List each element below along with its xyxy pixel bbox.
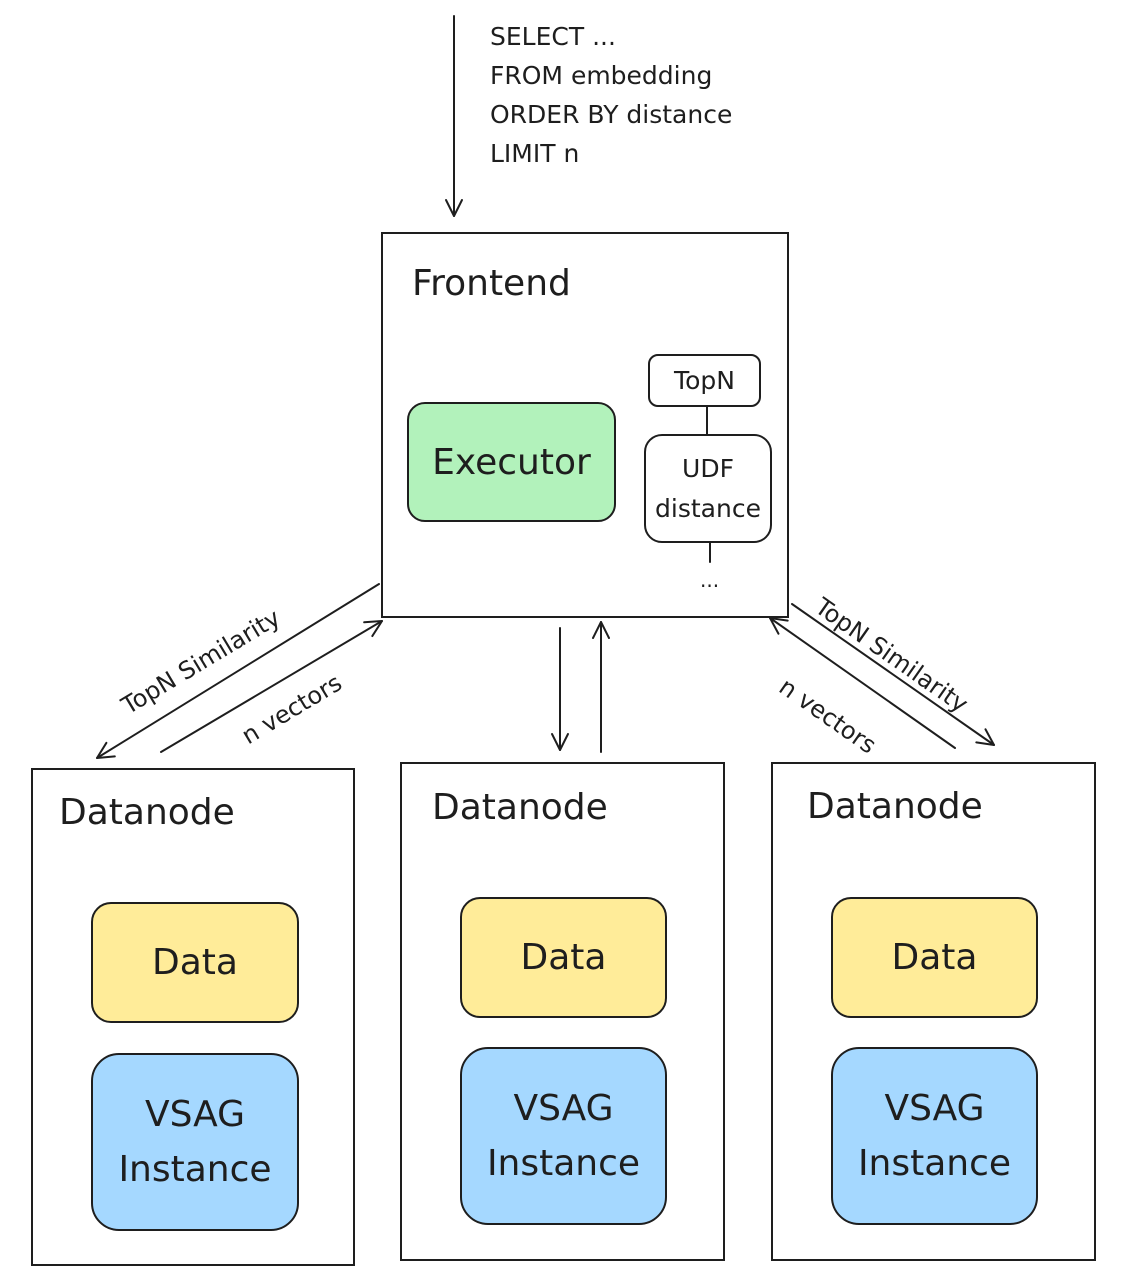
sql-line-order-by: ORDER BY distance bbox=[490, 100, 733, 129]
sql-line-select: SELECT ... bbox=[490, 22, 616, 51]
udf-label: UDF bbox=[682, 453, 734, 483]
datanode-3-instance-label: Instance bbox=[857, 1143, 1012, 1184]
datanode-2-instance-label: Instance bbox=[486, 1143, 641, 1184]
datanode-1-vsag-label: VSAG bbox=[144, 1094, 246, 1135]
distance-label: distance bbox=[655, 493, 761, 523]
datanode-3-title: Datanode bbox=[807, 786, 983, 827]
datanode-1-data-box: Data bbox=[91, 902, 299, 1023]
datanode-1-vsag-box: VSAG Instance bbox=[91, 1053, 299, 1231]
left-request-arrow bbox=[96, 583, 380, 759]
datanode-1-instance-label: Instance bbox=[118, 1149, 272, 1190]
datanode-2-vsag-box: VSAG Instance bbox=[460, 1047, 667, 1225]
sql-line-limit: LIMIT n bbox=[490, 139, 580, 168]
datanode-2-title: Datanode bbox=[432, 787, 608, 828]
sql-line-from: FROM embedding bbox=[490, 61, 713, 90]
executor-box: Executor bbox=[407, 402, 616, 522]
topn-box: TopN bbox=[648, 354, 761, 407]
left-response-label: n vectors bbox=[236, 668, 347, 751]
right-request-label: TopN Similarity bbox=[809, 592, 974, 719]
datanode-3-vsag-box: VSAG Instance bbox=[831, 1047, 1038, 1225]
right-response-label: n vectors bbox=[773, 672, 882, 760]
frontend-title: Frontend bbox=[412, 263, 571, 304]
udf-distance-box: UDF distance bbox=[644, 434, 772, 543]
datanode-3-vsag-label: VSAG bbox=[884, 1088, 985, 1129]
ellipsis-label: ... bbox=[700, 568, 720, 592]
datanode-1-title: Datanode bbox=[59, 792, 235, 833]
datanode-2-vsag-label: VSAG bbox=[513, 1088, 614, 1129]
datanode-2-data-box: Data bbox=[460, 897, 667, 1018]
datanode-3-data-box: Data bbox=[831, 897, 1038, 1018]
left-request-label: TopN Similarity bbox=[116, 603, 286, 721]
